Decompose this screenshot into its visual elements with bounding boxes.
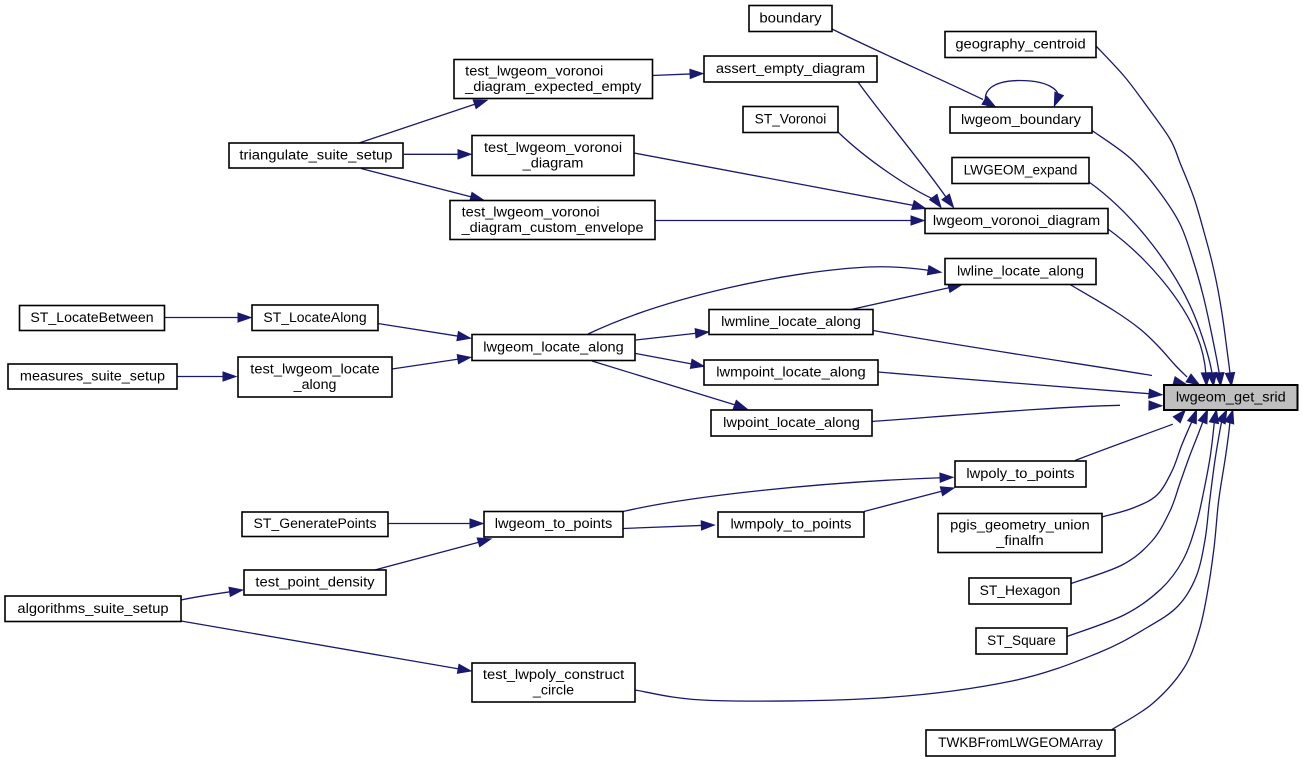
svg-text:test_lwgeom_voronoi: test_lwgeom_voronoi — [462, 205, 600, 220]
svg-text:lwpoint_locate_along: lwpoint_locate_along — [723, 415, 860, 430]
svg-text:lwgeom_locate_along: lwgeom_locate_along — [483, 340, 623, 355]
svg-text:test_lwgeom_voronoi: test_lwgeom_voronoi — [465, 64, 603, 79]
svg-text:ST_Hexagon: ST_Hexagon — [980, 583, 1061, 598]
svg-text:TWKBFromLWGEOMArray: TWKBFromLWGEOMArray — [938, 735, 1103, 750]
svg-text:measures_suite_setup: measures_suite_setup — [20, 369, 165, 384]
svg-text:LWGEOM_expand: LWGEOM_expand — [964, 163, 1078, 178]
svg-text:_finalfn: _finalfn — [995, 533, 1044, 548]
svg-text:_along: _along — [293, 377, 337, 392]
svg-text:test_point_density: test_point_density — [255, 575, 375, 590]
svg-text:triangulate_suite_setup: triangulate_suite_setup — [239, 148, 392, 163]
svg-text:lwgeom_get_srid: lwgeom_get_srid — [1176, 390, 1286, 405]
svg-text:algorithms_suite_setup: algorithms_suite_setup — [17, 601, 168, 616]
svg-text:assert_empty_diagram: assert_empty_diagram — [716, 61, 865, 76]
svg-text:ST_Square: ST_Square — [987, 633, 1056, 648]
svg-text:test_lwpoly_construct: test_lwpoly_construct — [483, 667, 625, 682]
svg-text:ST_Voronoi: ST_Voronoi — [755, 112, 827, 127]
svg-text:lwgeom_boundary: lwgeom_boundary — [961, 112, 1081, 127]
svg-text:test_lwgeom_locate: test_lwgeom_locate — [250, 362, 379, 377]
svg-text:lwline_locate_along: lwline_locate_along — [957, 264, 1084, 279]
svg-text:ST_LocateAlong: ST_LocateAlong — [263, 310, 366, 325]
svg-text:boundary: boundary — [759, 11, 822, 26]
svg-text:_circle: _circle — [532, 682, 574, 697]
svg-text:ST_GeneratePoints: ST_GeneratePoints — [254, 516, 377, 531]
svg-text:lwmline_locate_along: lwmline_locate_along — [721, 314, 861, 329]
svg-text:_diagram_custom_envelope: _diagram_custom_envelope — [461, 220, 644, 235]
svg-text:lwpoly_to_points: lwpoly_to_points — [966, 466, 1074, 481]
svg-text:lwmpoly_to_points: lwmpoly_to_points — [731, 517, 852, 532]
svg-text:ST_LocateBetween: ST_LocateBetween — [30, 310, 153, 325]
svg-text:_diagram_expected_empty: _diagram_expected_empty — [464, 79, 642, 94]
svg-text:test_lwgeom_voronoi: test_lwgeom_voronoi — [484, 140, 622, 155]
svg-text:pgis_geometry_union: pgis_geometry_union — [950, 518, 1090, 533]
svg-text:lwmpoint_locate_along: lwmpoint_locate_along — [716, 365, 865, 380]
svg-text:geography_centroid: geography_centroid — [955, 37, 1085, 52]
svg-text:_diagram: _diagram — [522, 155, 584, 170]
svg-text:lwgeom_voronoi_diagram: lwgeom_voronoi_diagram — [933, 213, 1100, 228]
svg-text:lwgeom_to_points: lwgeom_to_points — [495, 516, 613, 531]
